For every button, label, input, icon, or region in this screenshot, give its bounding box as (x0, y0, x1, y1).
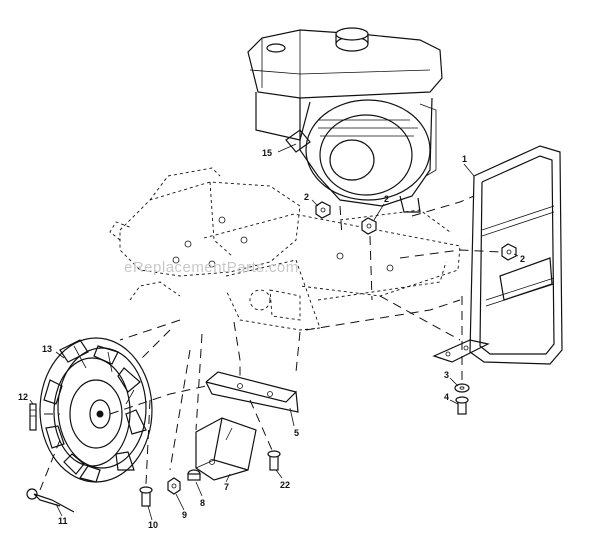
callout-bracket: 5 (294, 428, 299, 438)
assembly-lines (39, 195, 501, 491)
hardware-drawing (26, 201, 517, 513)
callout-tire: 13 (42, 344, 52, 354)
tire-drawing (39, 337, 153, 483)
callout-labels: 15 1 2 2 2 3 4 5 13 12 7 8 9 10 11 22 (18, 148, 525, 530)
callout-bumper: 1 (462, 154, 467, 164)
callout-nut-small: 9 (182, 510, 187, 520)
weight-drawing (195, 417, 257, 481)
callout-nut-center: 2 (384, 194, 389, 204)
callout-nut-right: 2 (520, 254, 525, 264)
callout-pin: 11 (58, 516, 68, 526)
callout-washer: 3 (444, 370, 449, 380)
bracket-drawing (205, 371, 299, 413)
callout-weight: 7 (224, 482, 229, 492)
bumper-drawing (432, 145, 563, 365)
engine-drawing (247, 27, 443, 213)
callout-bolt-bumper: 4 (444, 392, 449, 402)
callout-engine: 15 (262, 148, 272, 158)
callout-bolt-22: 22 (280, 480, 290, 490)
callout-valve: 12 (18, 392, 28, 402)
frame-phantom (109, 167, 461, 331)
callout-bolt-small: 10 (148, 520, 158, 530)
leader-lines (29, 143, 519, 521)
watermark-text: eReplacementParts.com (124, 259, 299, 276)
callout-spacer: 8 (200, 498, 205, 508)
callout-nut-left: 2 (304, 192, 309, 202)
